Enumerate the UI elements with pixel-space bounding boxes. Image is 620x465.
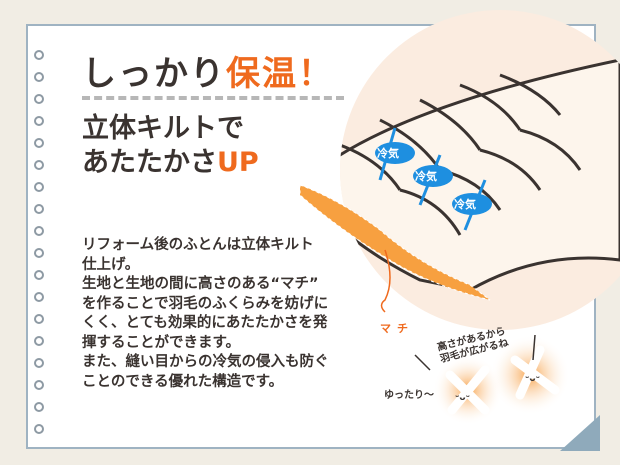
- cold-air-label: 冷気: [377, 147, 399, 160]
- feather-face: ᵕᴗᵕ: [455, 393, 470, 403]
- cold-air-badge: [413, 165, 453, 187]
- cold-air-badge: [452, 193, 492, 215]
- feather-icon: [445, 345, 560, 415]
- relaxed-label: ゆったり～: [384, 390, 434, 401]
- cold-air-label: 冷気: [454, 198, 476, 211]
- gusset-label: マチ: [380, 322, 414, 335]
- subtitle: 立体キルトであたたかさUP: [82, 113, 259, 178]
- description: リフォーム後のふとんは立体キルト仕上げ。生地と生地の間に高さのある“マチ”を作る…: [82, 237, 329, 390]
- gusset: [299, 184, 491, 301]
- page-title: しっかり保温！: [82, 54, 334, 94]
- title-underline: [82, 96, 344, 100]
- cold-air-label: 冷気: [415, 170, 437, 183]
- feather-face: ᵕᴗᵕ: [525, 374, 540, 384]
- cold-air-badge: [375, 142, 415, 164]
